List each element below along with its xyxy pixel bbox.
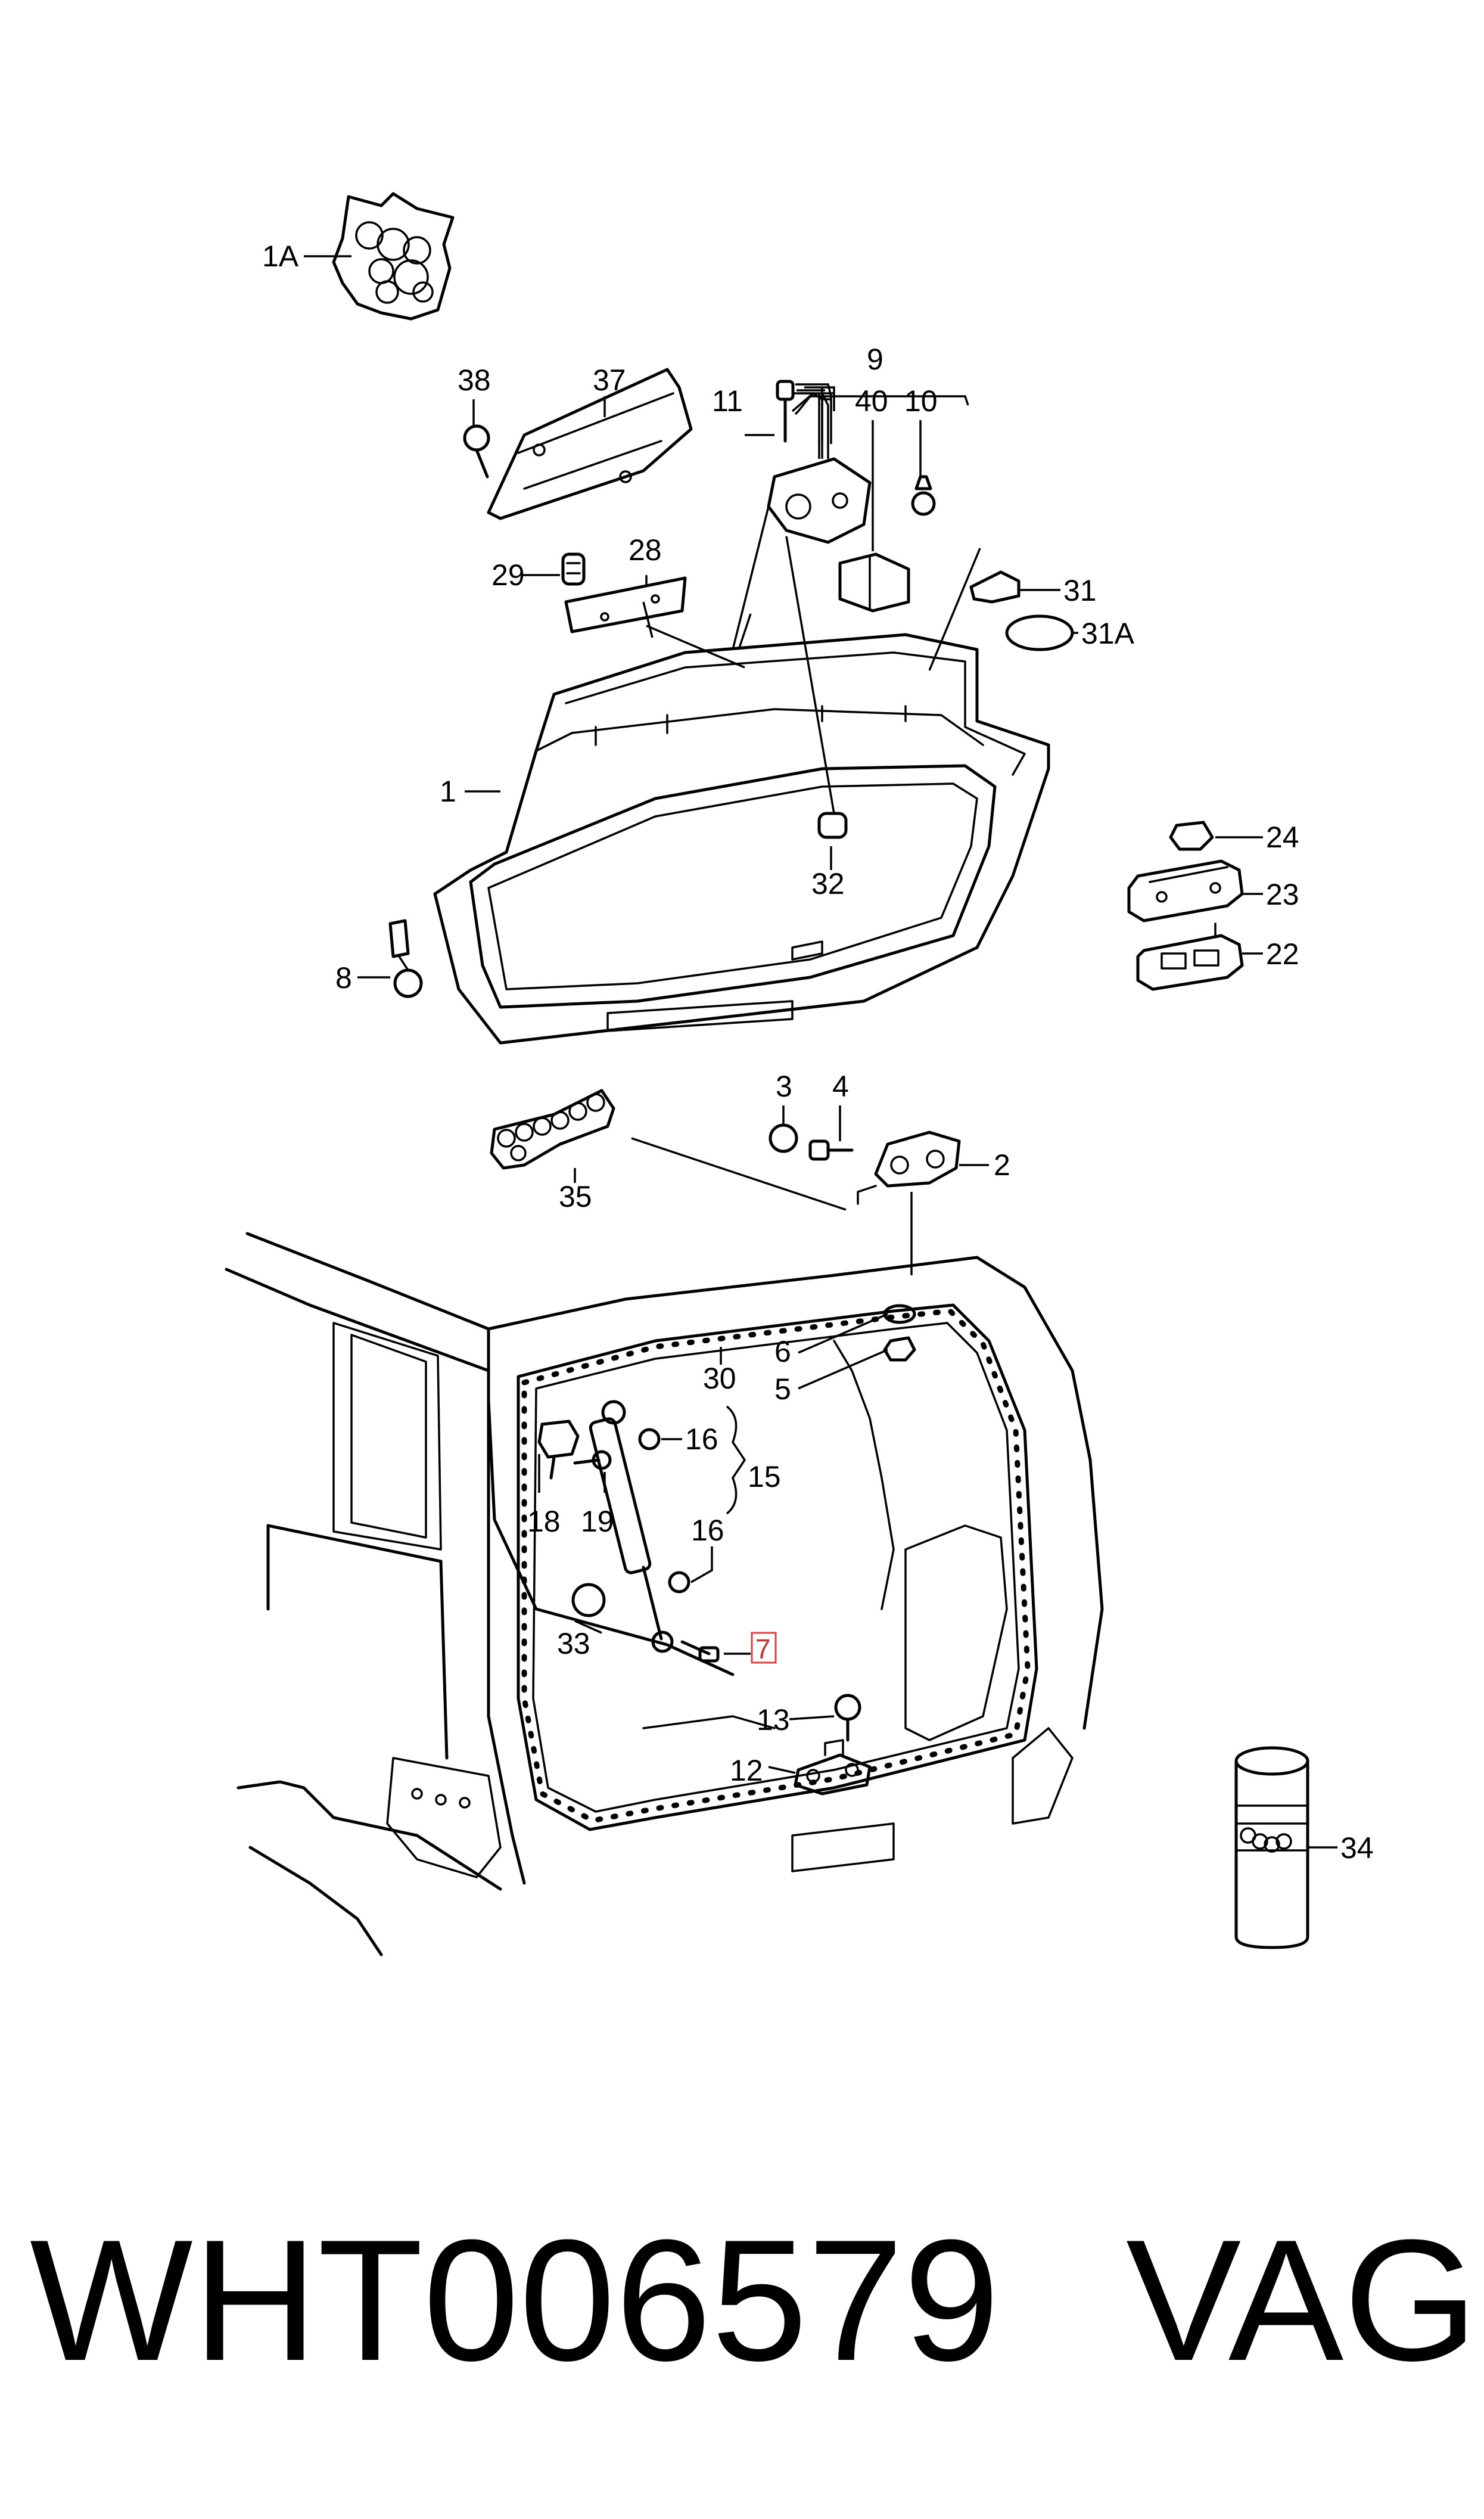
- part-9-lock: [767, 457, 872, 544]
- callout-8: 8: [335, 961, 352, 995]
- part-29-clip: [561, 552, 586, 586]
- part-22-switch: [1136, 923, 1244, 991]
- callout-23: 23: [1266, 878, 1299, 911]
- part-32-bump-stop: [817, 812, 848, 839]
- part-40-microswitch: [838, 552, 910, 613]
- callout-31a: 31A: [1081, 617, 1135, 650]
- brand-name: VAG: [1126, 2204, 1478, 2397]
- callout-35: 35: [559, 1180, 592, 1213]
- callout-15: 15: [748, 1460, 781, 1493]
- part-15-gas-strut: [589, 1400, 674, 1653]
- exploded-parts-diagram: 1A 38 37 9 11 40 10 29 28 31 31A 1 32 24…: [225, 192, 1374, 1956]
- part-30-seal: [521, 1308, 1031, 1824]
- part-12-striker: [794, 1739, 872, 1796]
- part-4-bolt: [808, 1139, 854, 1161]
- part-16-circlip-lower: [668, 1571, 690, 1594]
- part-38-screw: [463, 424, 490, 479]
- part-7-ball-pin: [680, 1640, 720, 1663]
- footer-caption: WHT006579 VAG: [30, 2204, 1478, 2397]
- callout-24: 24: [1266, 821, 1299, 854]
- part-23-handle: [1127, 859, 1244, 923]
- part-33-bump-stop: [571, 1583, 606, 1617]
- leader-lines: [304, 255, 1337, 1849]
- part-3-nut: [769, 1123, 798, 1153]
- part-10-clip: [911, 475, 936, 516]
- callout-2: 2: [994, 1148, 1010, 1182]
- part-18-ball-pin: [537, 1420, 580, 1480]
- part-1a-small-parts-kit: [332, 192, 455, 321]
- callout-29: 29: [491, 558, 525, 592]
- callout-16-upper: 16: [685, 1422, 718, 1456]
- part-28-plate: [564, 576, 687, 633]
- callout-18: 18: [527, 1505, 561, 1538]
- callout-31: 31: [1063, 574, 1097, 607]
- part-6-washer: [883, 1304, 916, 1324]
- callout-4: 4: [832, 1070, 849, 1103]
- part-16-circlip-upper: [638, 1428, 661, 1450]
- callout-22: 22: [1266, 937, 1299, 971]
- callout-13: 13: [757, 1703, 790, 1737]
- part-34-aerosol-can: [1234, 1746, 1309, 1949]
- callout-16-lower: 16: [691, 1514, 724, 1547]
- callout-38: 38: [458, 364, 491, 397]
- vehicle-body-rear: [225, 1232, 1104, 1956]
- callout-40: 40: [855, 384, 888, 418]
- part-13-bolt: [834, 1694, 861, 1742]
- callout-labels: 1A 38 37 9 11 40 10 29 28 31 31A 1 32 24…: [262, 240, 1374, 1865]
- callout-37: 37: [593, 364, 626, 397]
- callout-28: 28: [629, 533, 662, 567]
- callout-11: 11: [712, 384, 743, 418]
- callout-12: 12: [730, 1754, 763, 1787]
- part-2-hinge: [857, 1130, 961, 1205]
- callout-32: 32: [811, 867, 845, 900]
- callout-1: 1: [440, 775, 456, 808]
- part-1-tailgate: [433, 633, 1050, 1045]
- part-31a-grommet: [1005, 614, 1074, 651]
- callout-30: 30: [703, 1362, 736, 1395]
- callout-3: 3: [776, 1070, 792, 1103]
- part-24-nut: [1169, 821, 1214, 851]
- part-11-screw: [776, 380, 795, 443]
- callout-7-highlight-box: [751, 1632, 777, 1664]
- callout-34: 34: [1340, 1831, 1374, 1865]
- callout-19: 19: [581, 1505, 614, 1538]
- callout-5: 5: [774, 1372, 791, 1406]
- part-35-wiring-harness: [490, 1089, 615, 1170]
- callout-33: 33: [557, 1627, 590, 1660]
- callout-9: 9: [867, 343, 883, 376]
- part-5-nut: [883, 1336, 916, 1362]
- part-31-cap: [969, 570, 1021, 604]
- part-number: WHT006579: [30, 2204, 1000, 2397]
- part-37-trim-cover: [487, 368, 693, 520]
- callout-1a: 1A: [262, 240, 299, 273]
- callout-7: 7: [755, 1633, 771, 1664]
- callout-6: 6: [774, 1335, 791, 1368]
- part-8-bolt: [388, 919, 423, 998]
- callout-10: 10: [904, 384, 938, 418]
- part-19-screw: [573, 1450, 612, 1470]
